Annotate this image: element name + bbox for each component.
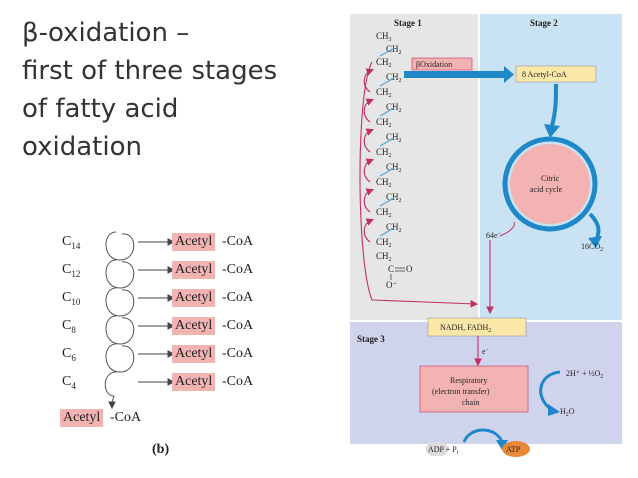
acetyl-label-6: Acetyl [172, 373, 216, 391]
final-coa-label: -CoA [110, 410, 142, 425]
citric-acid-cycle [510, 144, 590, 224]
title-line-2: first of three stages [22, 56, 278, 86]
beta-oxidation-label: βOxidation [416, 60, 452, 69]
panel-b-label: (b) [152, 442, 170, 457]
e-label: e− [482, 347, 490, 356]
respiratory-line3: chain [462, 398, 479, 407]
coa-label-5: -CoA [222, 346, 254, 361]
cleave-mark-1 [379, 47, 395, 57]
final-acetyl-label: Acetyl [60, 409, 104, 427]
oxygen-equation: 2H⁺ + ½O2 [566, 369, 603, 380]
chain-ch2-7: CH2 [386, 132, 402, 144]
respiratory-chain-box [419, 365, 529, 413]
acetyl-flow-bar [404, 71, 504, 78]
co2-arrow-head [588, 236, 602, 248]
title-line-3: of fatty acid [22, 94, 179, 124]
acetyl-label-5: Acetyl [172, 345, 216, 363]
nadh-label: NADH, FADH2 [440, 323, 491, 334]
acetyl-coa-label: 8 Acetyl-CoA [522, 70, 567, 79]
chain-ch2-13: CH2 [386, 222, 402, 234]
citric-acid-cycle-ring [502, 136, 598, 232]
acetyl-label-3: Acetyl [172, 289, 216, 307]
citric-label-line1: Citric [541, 174, 560, 183]
acetyl-to-cycle-head [544, 124, 560, 138]
acetyl-label-4: Acetyl [172, 317, 216, 335]
stage3-label: Stage 3 [357, 334, 385, 344]
electron-loop-2 [363, 98, 375, 123]
electron-loop-5 [363, 188, 375, 213]
chain-ch2-11: CH2 [386, 192, 402, 204]
chain-ch2-6: CH2 [376, 117, 392, 129]
beta-oxidation-box [411, 57, 473, 71]
adp-label: ADP + Pi [428, 445, 459, 456]
coa-label-6: -CoA [222, 374, 254, 389]
chain-carbonyl-o: O [406, 264, 413, 274]
electron-loop-4 [363, 158, 375, 183]
chain-oxygen-minus: O⁻ [386, 280, 397, 290]
chain-ch2-4: CH2 [376, 87, 392, 99]
electron-flow-main [359, 61, 479, 308]
chain-ch2-5: CH2 [386, 102, 402, 114]
acetyl-to-cycle-arrow [550, 83, 558, 127]
acetyl-flow-head [504, 66, 514, 83]
carbon-label-2: C12 [62, 262, 81, 279]
carbon-label-6: C4 [62, 374, 76, 391]
respiratory-line1: Respiratory [450, 376, 487, 385]
chain-ch2-8: CH2 [376, 147, 392, 159]
title-line-1: β-oxidation – [22, 18, 190, 48]
adp-box [426, 442, 448, 456]
stage2-label: Stage 2 [530, 18, 558, 28]
carbon-label-1: C14 [62, 234, 81, 251]
electron-loop-3 [363, 128, 375, 153]
co2-label: 16CO2 [581, 242, 603, 253]
chain-ch2-9: CH2 [386, 162, 402, 174]
cleave-mark-6 [379, 197, 395, 207]
respiratory-line2: (electron transfer) [432, 387, 490, 396]
cleave-mark-2 [379, 77, 395, 87]
cleave-mark-3 [379, 107, 395, 117]
adp-to-atp-arrow [462, 428, 504, 443]
water-label: H2O [560, 407, 575, 418]
chain-ch2-3: CH2 [386, 72, 402, 84]
nadh-box [427, 317, 527, 337]
chain-ch2-12: CH2 [376, 207, 392, 219]
chain-ch2-15: CH2 [376, 251, 392, 263]
adp-to-atp-head [496, 440, 508, 450]
electron-loop-1 [363, 68, 375, 93]
coa-label-3: -CoA [222, 290, 254, 305]
cleave-mark-4 [379, 137, 395, 147]
carbon-label-4: C8 [62, 318, 76, 335]
chain-ch3: CH3 [376, 31, 392, 43]
chain-ch2-14: CH2 [376, 237, 392, 249]
electron-cycle-arrow [499, 221, 515, 237]
oxygen-to-water-arrow [539, 370, 561, 412]
carbon-label-3: C10 [62, 290, 81, 307]
chain-carbonyl-c: C [388, 264, 394, 274]
oxygen-to-water-head [548, 404, 560, 416]
coa-label-2: -CoA [222, 262, 254, 277]
slide-title: β-oxidation – first of three stages of f… [22, 14, 342, 166]
coa-label-1: -CoA [222, 234, 254, 249]
acetyl-coa-box [515, 65, 597, 83]
title-line-4: oxidation [22, 132, 142, 162]
coa-label-4: -CoA [222, 318, 254, 333]
carbon-label-5: C6 [62, 346, 76, 363]
fatty-acid-chain: CH3 CH2 CH2 CH2 CH2 CH2 CH2 CH2 CH2 CH2 … [376, 31, 413, 290]
electron-loop-6 [363, 218, 375, 243]
cleave-mark-7 [379, 227, 395, 237]
electrons-label: 64e− [486, 231, 502, 240]
stage1-label: Stage 1 [394, 18, 422, 28]
chain-ch2-10: CH2 [376, 177, 392, 189]
acetyl-label-2: Acetyl [172, 261, 216, 279]
chain-ch2-2: CH2 [376, 57, 392, 69]
citric-label-line2: acid cycle [530, 185, 563, 194]
atp-badge [502, 441, 530, 457]
atp-label: ATP [506, 445, 521, 454]
cleave-mark-5 [379, 167, 395, 177]
acetyl-label-1: Acetyl [172, 233, 216, 251]
